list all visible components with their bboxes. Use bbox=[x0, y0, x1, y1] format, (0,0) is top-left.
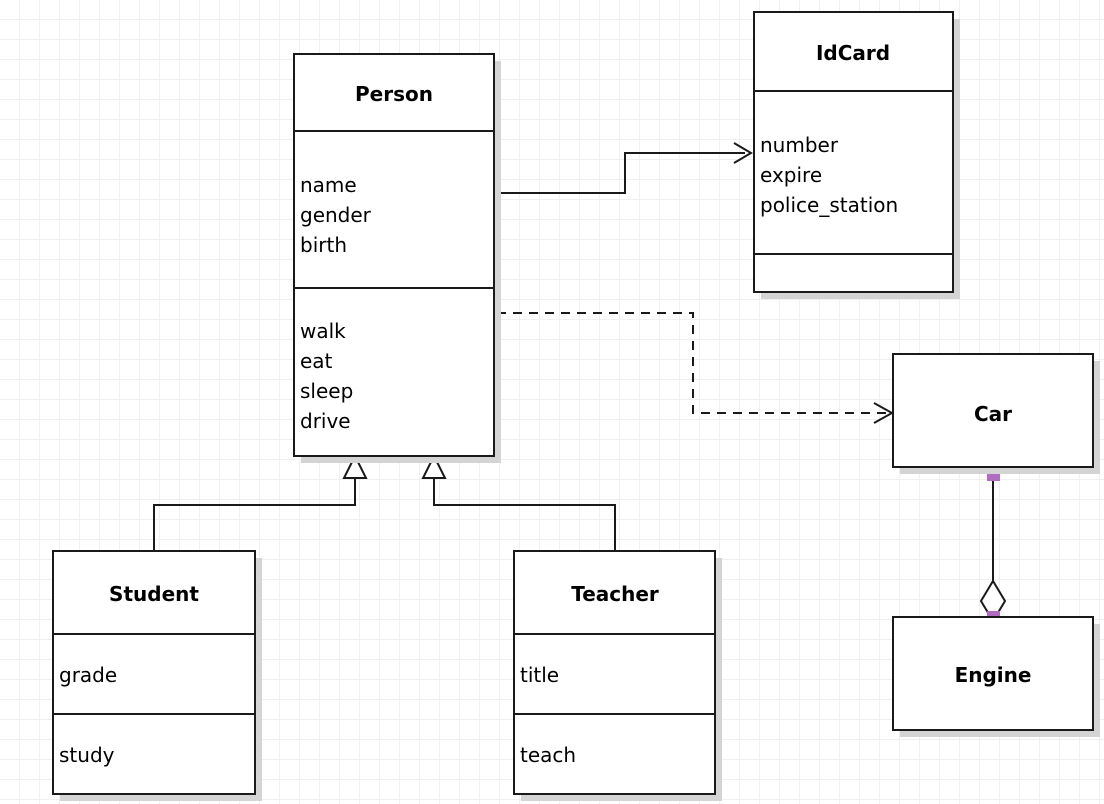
generalization-line[interactable] bbox=[433, 477, 616, 551]
hollow-triangle-icon bbox=[421, 453, 447, 479]
attribute-idcard-0: number bbox=[760, 133, 839, 157]
attribute-person-2: birth bbox=[300, 233, 347, 257]
method-person-0: walk bbox=[300, 319, 346, 343]
open-arrowhead-icon bbox=[733, 142, 753, 164]
class-name-teacher: Teacher bbox=[571, 582, 659, 606]
dependency-line[interactable] bbox=[497, 312, 886, 414]
relationship-person-idcard[interactable] bbox=[494, 142, 753, 194]
method-teacher-0: teach bbox=[520, 743, 576, 767]
method-person-1: eat bbox=[300, 349, 333, 373]
class-box-idcard[interactable]: IdCard number expire police_station bbox=[753, 11, 960, 299]
attribute-student-0: grade bbox=[59, 663, 117, 687]
class-box-car[interactable]: Car bbox=[892, 353, 1100, 474]
box-outline[interactable] bbox=[52, 550, 256, 795]
box-outline[interactable] bbox=[753, 11, 954, 293]
box-outline[interactable] bbox=[892, 616, 1094, 731]
class-name-engine: Engine bbox=[955, 663, 1032, 687]
class-name-person: Person bbox=[355, 82, 433, 106]
box-outline[interactable] bbox=[293, 53, 495, 457]
class-name-student: Student bbox=[109, 582, 199, 606]
method-student-0: study bbox=[59, 743, 115, 767]
class-box-engine[interactable]: Engine bbox=[892, 616, 1100, 737]
relationship-teacher-person[interactable] bbox=[421, 453, 616, 551]
class-name-car: Car bbox=[974, 402, 1012, 426]
association-line[interactable] bbox=[494, 152, 745, 194]
class-box-student[interactable]: Student grade study bbox=[52, 550, 262, 801]
relationship-person-car[interactable] bbox=[497, 312, 895, 424]
method-person-2: sleep bbox=[300, 379, 353, 403]
box-outline[interactable] bbox=[892, 353, 1094, 468]
attribute-teacher-0: title bbox=[520, 663, 559, 687]
method-person-3: drive bbox=[300, 409, 351, 433]
relationship-car-engine[interactable] bbox=[979, 468, 1007, 624]
generalization-line[interactable] bbox=[153, 477, 356, 551]
hollow-triangle-icon bbox=[342, 453, 368, 479]
attribute-person-1: gender bbox=[300, 203, 372, 227]
attribute-idcard-1: expire bbox=[760, 163, 822, 187]
attribute-idcard-2: police_station bbox=[760, 193, 898, 217]
class-box-person[interactable]: Person name gender birth walk eat sleep … bbox=[293, 53, 501, 463]
box-outline[interactable] bbox=[513, 550, 716, 795]
class-name-idcard: IdCard bbox=[816, 41, 890, 65]
relationship-student-person[interactable] bbox=[153, 453, 368, 551]
attribute-person-0: name bbox=[300, 173, 357, 197]
class-box-teacher[interactable]: Teacher title teach bbox=[513, 550, 722, 801]
